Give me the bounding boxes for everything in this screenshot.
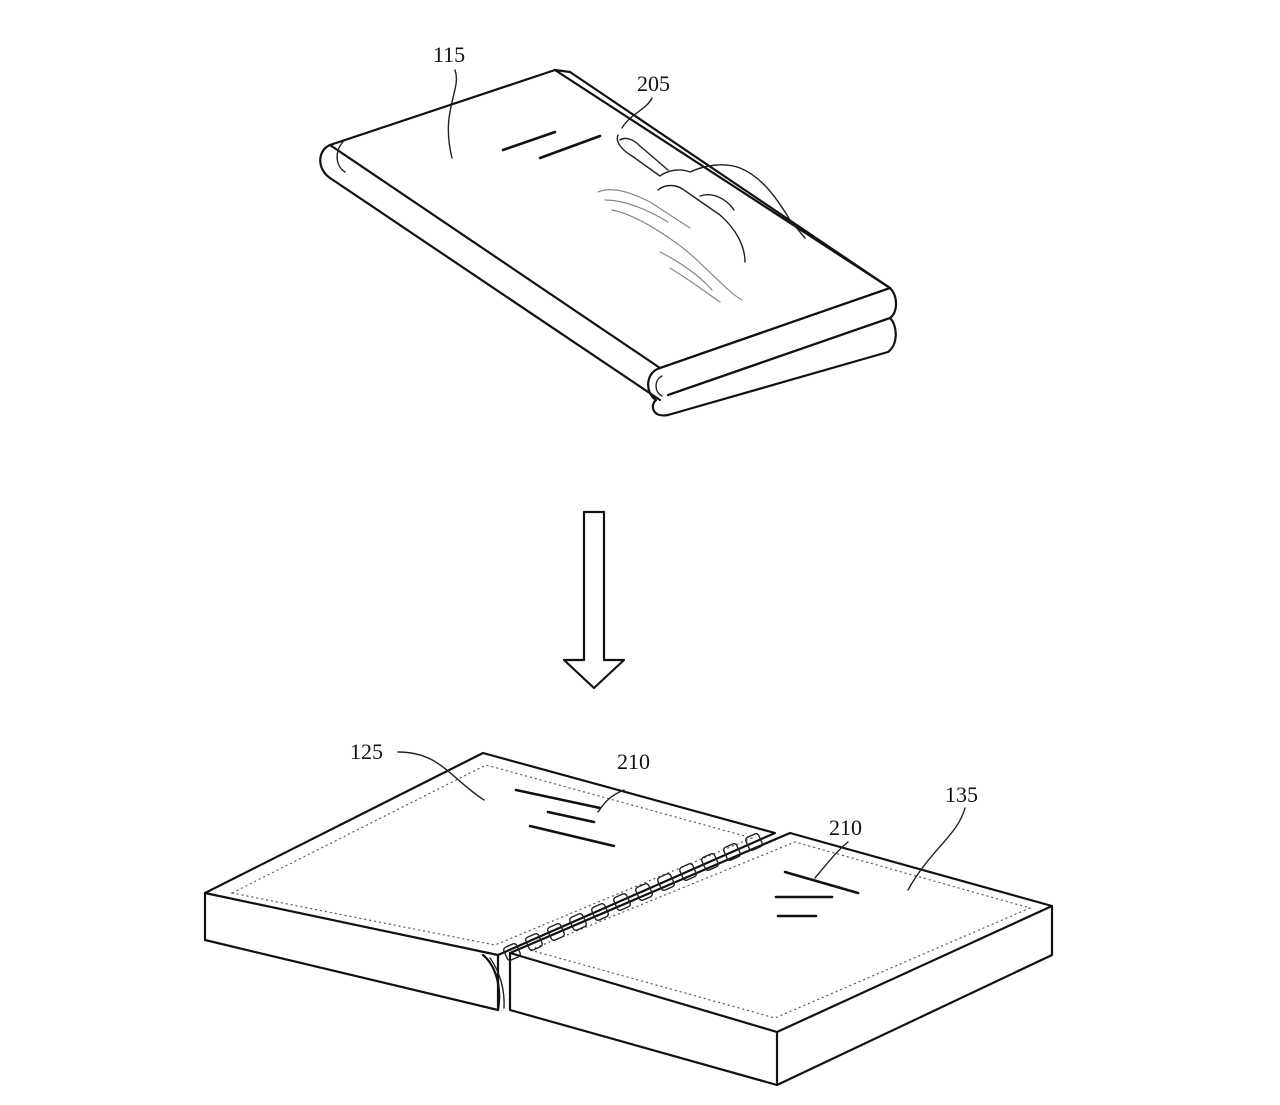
unfolded-device (203, 751, 1054, 1087)
right-panel-inner-border (528, 841, 1032, 1019)
leader-125 (397, 751, 485, 801)
hinge-curl-inner (489, 957, 505, 1009)
right-panel-end-side (775, 904, 1054, 1087)
left-panel-inner-border (230, 764, 754, 946)
left-gesture-stroke-1 (514, 788, 602, 810)
label-210-left: 210 (617, 749, 650, 774)
hinge-links (503, 833, 763, 961)
right-panel-front-side (508, 951, 779, 1087)
leader-135 (907, 807, 966, 891)
leader-205 (621, 97, 653, 129)
hand-icon (597, 134, 806, 303)
leader-210-left (597, 789, 625, 813)
label-205: 205 (637, 71, 670, 96)
folded-gesture-stroke-1 (501, 130, 557, 152)
left-gesture-stroke-2 (546, 810, 596, 824)
folded-device-left-spine (319, 143, 662, 402)
hinge-curl (481, 953, 501, 1012)
left-panel-top-face (203, 751, 777, 957)
right-gesture-stroke-1 (783, 870, 860, 895)
label-210-right: 210 (829, 815, 862, 840)
folded-device-right-edge (553, 68, 892, 290)
down-arrow-icon (562, 510, 626, 690)
folded-gesture-stroke-2 (538, 134, 602, 160)
label-125: 125 (350, 739, 383, 764)
leader-115 (447, 69, 458, 159)
folded-device-top-face (328, 68, 892, 370)
folded-device-hinge-curl (647, 366, 670, 417)
left-gesture-stroke-3 (528, 824, 616, 848)
label-135: 135 (945, 782, 978, 807)
leader-210-right (814, 841, 849, 879)
folded-device-hinge-curl-inner (655, 375, 663, 397)
label-115: 115 (433, 42, 465, 67)
folded-device-front-edge-lower (666, 316, 897, 417)
folded-device-left-spine-inner (336, 139, 346, 173)
folded-device (319, 68, 898, 417)
